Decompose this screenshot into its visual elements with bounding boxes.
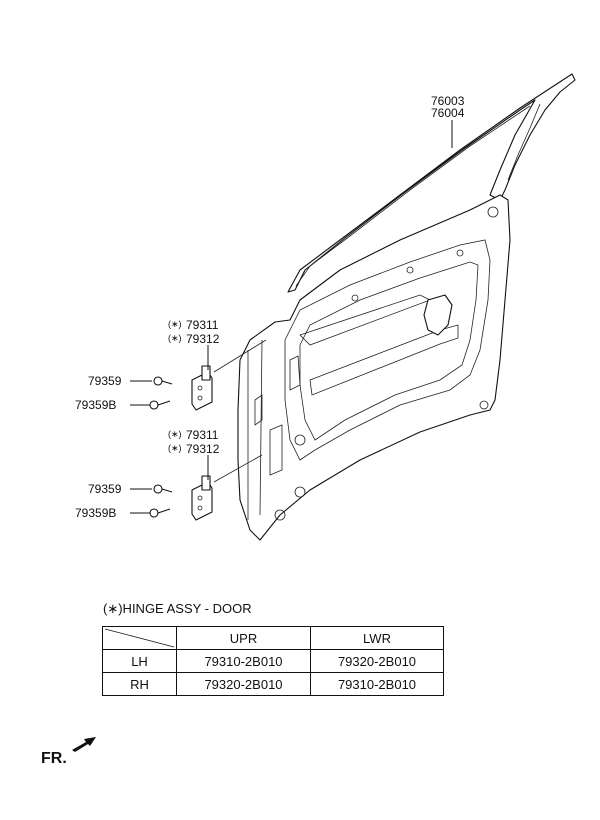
lower-hinge: [191, 475, 213, 521]
diagonal-line: [104, 628, 175, 648]
upper-bolt-b: [149, 400, 171, 410]
hinge-table: UPR LWR LH 79310-2B010 79320-2B010 RH 79…: [102, 626, 444, 696]
marker-lower-2: (∗): [168, 443, 182, 453]
upper-bolt: [153, 376, 173, 386]
table-row: LH 79310-2B010 79320-2B010: [102, 649, 444, 673]
lower-bolt-b: [149, 508, 171, 518]
callout-79311-upper: 79311: [186, 318, 219, 332]
hinge-table-note: (∗)HINGE ASSY - DOOR: [103, 601, 252, 616]
table-corner-cell: [102, 626, 177, 650]
marker-upper-2: (∗): [168, 333, 182, 343]
callout-76003: 76003: [431, 94, 465, 108]
callout-79311-lower: 79311: [186, 428, 219, 442]
column-header-lwr: LWR: [310, 626, 444, 650]
marker-upper-1: (∗): [168, 319, 182, 329]
cell-upr: 79320-2B010: [176, 672, 311, 696]
cell-upr: 79310-2B010: [176, 649, 311, 673]
callout-79359b-lower: 79359B: [75, 506, 116, 520]
leader-lines: [130, 120, 453, 514]
callout-79312-lower: 79312: [186, 442, 220, 456]
upper-hinge: [191, 365, 213, 411]
row-side: RH: [102, 672, 177, 696]
table-row: RH 79320-2B010 79310-2B010: [102, 672, 444, 696]
cell-lwr: 79320-2B010: [310, 649, 444, 673]
column-header-upr: UPR: [176, 626, 311, 650]
callout-79312-upper: 79312: [186, 332, 220, 346]
row-side: LH: [102, 649, 177, 673]
front-arrow-icon: [72, 737, 96, 752]
door-frame: [237, 73, 576, 541]
table-header-row: UPR LWR: [102, 626, 444, 650]
lower-bolt: [153, 484, 173, 494]
callout-76004: 76004: [431, 106, 465, 120]
callout-79359b-upper: 79359B: [75, 398, 116, 412]
cell-lwr: 79310-2B010: [310, 672, 444, 696]
callout-79359-upper: 79359: [88, 374, 122, 388]
front-direction-label: FR.: [41, 750, 67, 767]
callout-79359-lower: 79359: [88, 482, 122, 496]
marker-lower-1: (∗): [168, 429, 182, 439]
